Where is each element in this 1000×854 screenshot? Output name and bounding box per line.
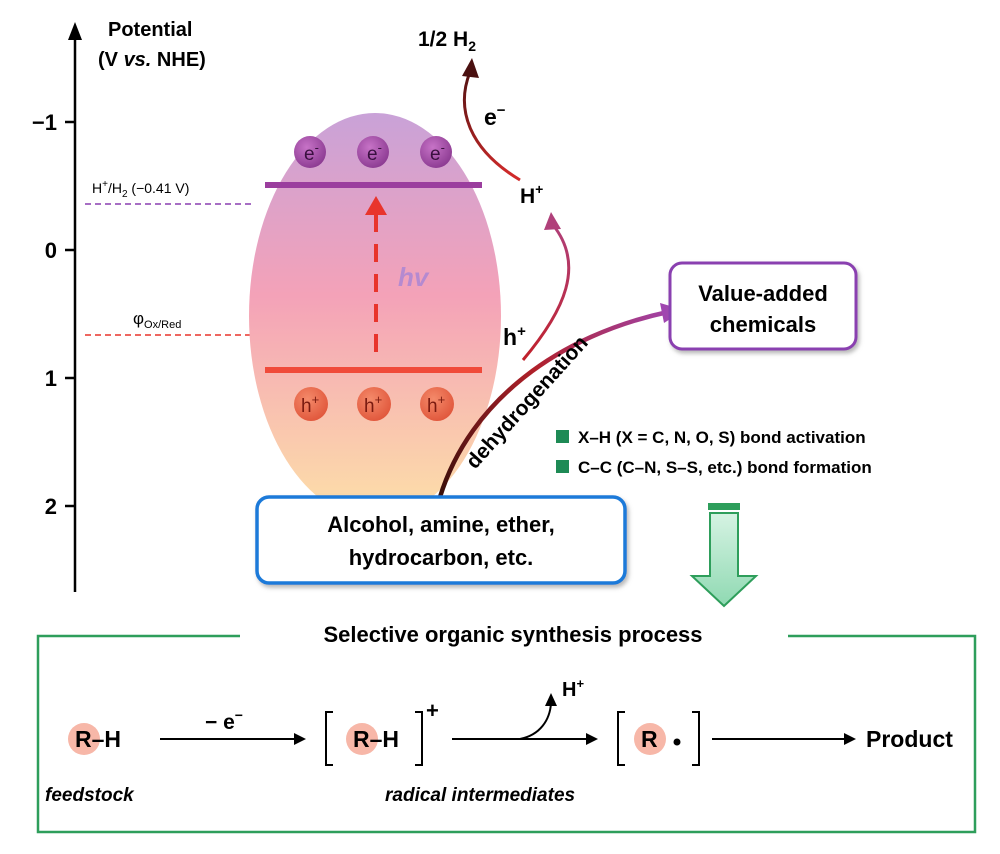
- electron-3: [420, 136, 452, 168]
- proton-release-arrow: [519, 702, 552, 740]
- green-arrow-cap: [708, 503, 740, 510]
- ox-red-level-label: φOx/Red: [133, 309, 181, 331]
- electron-1: [294, 136, 326, 168]
- hole-3: [420, 387, 454, 421]
- radical-cation-formula: R–H: [353, 726, 399, 752]
- svg-text:h+: h+: [301, 392, 319, 417]
- bracket-left-1: [325, 711, 333, 766]
- oxidation-arrowhead: [294, 733, 306, 745]
- svg-text:e-: e-: [304, 140, 319, 165]
- feedstock-r-circle: [68, 723, 100, 755]
- axis-tick-label: 2: [45, 494, 57, 519]
- radical-dot: [673, 738, 681, 746]
- bracket-left-2: [617, 711, 625, 766]
- hole-to-proton-arrow: [521, 224, 571, 361]
- hole-to-proton-arrowhead: [544, 212, 561, 230]
- electron-to-hydrogen-arrowhead: [462, 58, 479, 78]
- svg-text:h+: h+: [427, 392, 445, 417]
- svg-text:e-: e-: [367, 140, 382, 165]
- hv-label: hv: [398, 262, 430, 292]
- axis-title-line2: (V vs. NHE): [98, 49, 206, 71]
- value-added-box: [668, 261, 858, 351]
- hole-particles: h+ h+ h+: [294, 387, 454, 421]
- axis-title-line1: Potential: [108, 19, 192, 41]
- svg-text:h+: h+: [364, 392, 382, 417]
- hole-1: [294, 387, 328, 421]
- radical-r-circle: [634, 723, 666, 755]
- bullet-marker-2: [556, 460, 569, 473]
- radical-r-letter: R: [641, 726, 658, 752]
- axis-ticks: −1 0 1 2: [32, 110, 75, 519]
- electron-2: [357, 136, 389, 168]
- dehydrogenation-arrow: [437, 309, 669, 498]
- bullet-text-2: C–C (C–N, S–S, etc.) bond formation: [578, 458, 872, 477]
- axis-tick-label: −1: [32, 110, 57, 135]
- minus-electron-label: − e−: [205, 707, 243, 734]
- hole-label: h+: [503, 323, 526, 350]
- electron-particles: e- e- e-: [294, 136, 452, 168]
- hydrogen-label: 1/2 H2: [418, 28, 476, 54]
- svg-text:e-: e-: [430, 140, 445, 165]
- axis-tick-label: 0: [45, 238, 57, 263]
- released-proton-label: H+: [562, 676, 584, 701]
- bullet-text-1: X–H (X = C, N, O, S) bond activation: [578, 428, 866, 447]
- feedstock-label: feedstock: [45, 785, 135, 806]
- value-added-line1: Value-added: [698, 281, 828, 306]
- radical-label: radical intermediates: [385, 785, 575, 806]
- deprotonation-arrowhead: [586, 733, 598, 745]
- excitation-arrowhead: [365, 196, 387, 215]
- green-down-arrow: [689, 512, 759, 608]
- h2-level-label: H+/H2 (−0.41 V): [92, 179, 189, 200]
- electron-to-hydrogen-arrow: [462, 71, 521, 182]
- bracket-right-2: [692, 711, 700, 766]
- substrate-line2: hydrocarbon, etc.: [349, 545, 534, 570]
- proton-release-arrowhead: [545, 693, 557, 706]
- radical-cation-r-circle: [346, 723, 378, 755]
- substrate-box: [255, 495, 627, 585]
- hole-2: [357, 387, 391, 421]
- process-title: Selective organic synthesis process: [323, 622, 702, 647]
- y-axis-arrowhead: [68, 22, 82, 40]
- bracket-right-1: [415, 711, 423, 766]
- product-label: Product: [866, 726, 953, 752]
- feedstock-formula: R–H: [75, 726, 121, 752]
- process-panel-border: [36, 634, 977, 834]
- electron-arrow-label: e−: [484, 102, 506, 130]
- axis-tick-label: 1: [45, 366, 57, 391]
- bullet-marker-1: [556, 430, 569, 443]
- radical-cation-charge: +: [426, 698, 439, 723]
- product-arrowhead: [844, 733, 856, 745]
- proton-label: H+: [520, 181, 543, 208]
- value-added-line2: chemicals: [710, 312, 816, 337]
- substrate-line1: Alcohol, amine, ether,: [327, 512, 554, 537]
